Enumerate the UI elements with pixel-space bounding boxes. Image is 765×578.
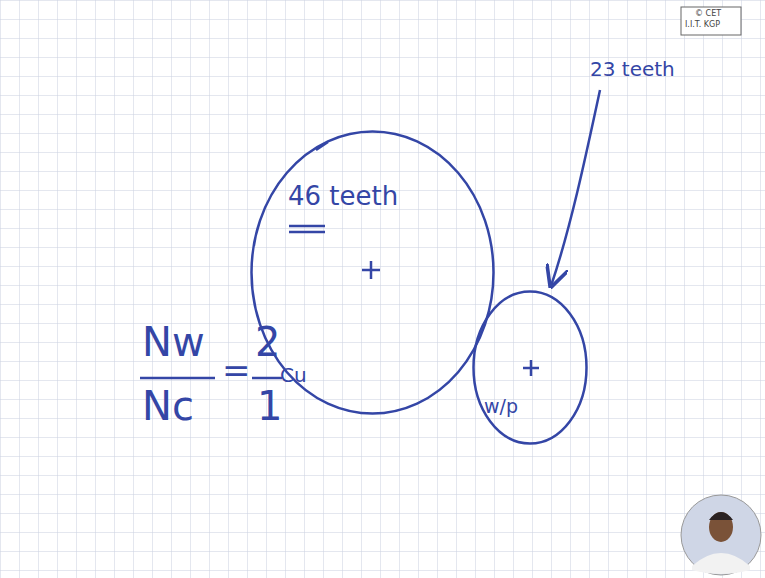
node-label: Cu [280, 364, 307, 386]
formula-sign: = [222, 352, 251, 389]
fraction-bar [140, 377, 215, 380]
presenter-inset [681, 495, 761, 575]
leader-arrow [551, 90, 600, 286]
formula-term: 1 [257, 384, 282, 428]
presenter-face [709, 512, 733, 542]
circle-outline-path [474, 292, 587, 444]
underline [289, 231, 325, 234]
centre-mark [523, 360, 539, 376]
watermark-box [681, 7, 741, 35]
underline [289, 225, 325, 228]
workpiece-circle: w/p [472, 290, 588, 445]
formula-term: Nc [142, 384, 194, 428]
centre-mark [362, 261, 380, 279]
watermark: © CET [695, 10, 721, 19]
formula-term: Nw [142, 320, 205, 364]
node-label: w/p [484, 396, 518, 417]
formula-term: 2 [255, 320, 280, 364]
cutter-circle: 46 teethCu [250, 130, 495, 415]
presenter-shirt [692, 553, 750, 574]
node-label: 46 teeth [288, 182, 398, 211]
circle-outline-path [252, 132, 494, 414]
watermark: I.I.T. KGP [685, 21, 720, 30]
callout-label: 23 teeth [590, 58, 675, 80]
fraction-bar [252, 377, 282, 380]
presenter-hair [709, 512, 733, 520]
circle-outline [472, 290, 588, 445]
